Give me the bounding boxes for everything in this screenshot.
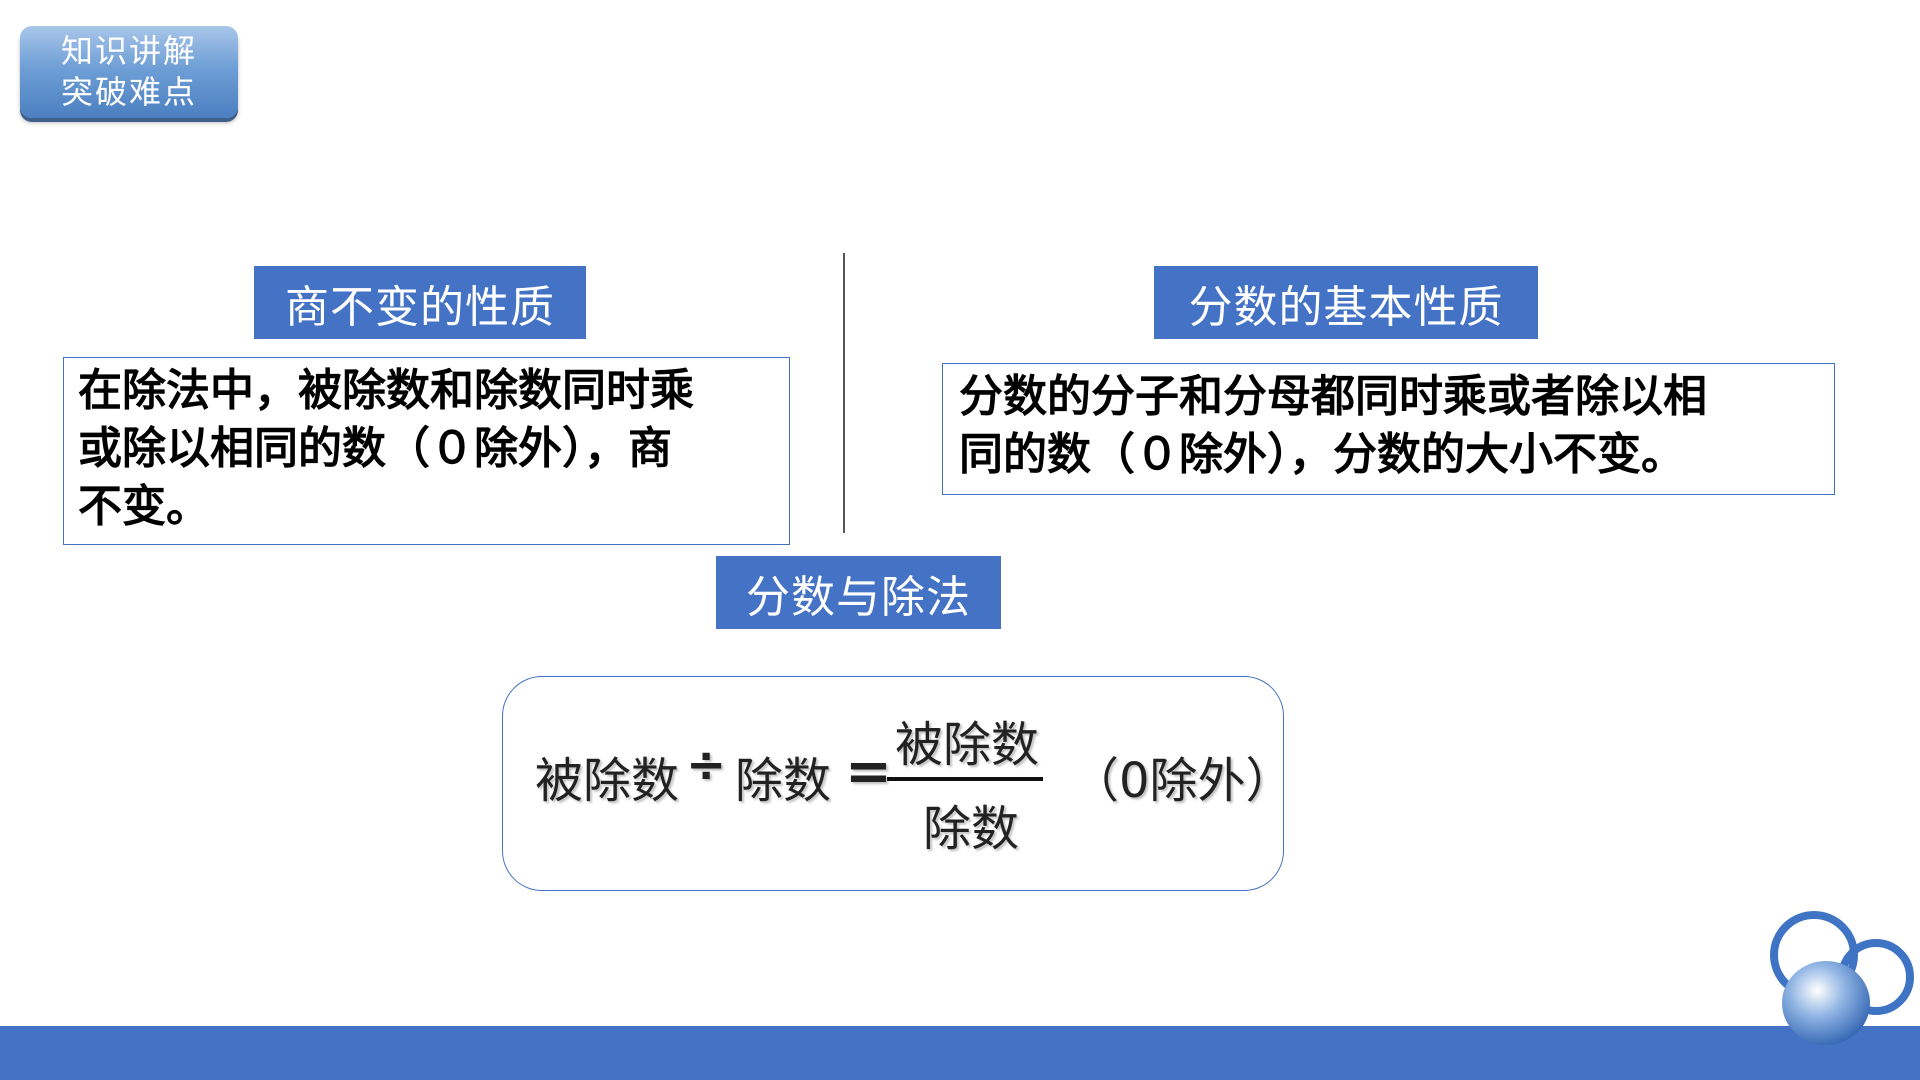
fraction-property-box: 分数的分子和分母都同时乘或者除以相 同的数（０除外），分数的大小不变。 [942,363,1835,495]
fraction-division-title: 分数与除法 [716,556,1001,629]
equals-sign: = [845,739,892,804]
quotient-property-box: 在除法中，被除数和除数同时乘 或除以相同的数（０除外），商 不变。 [63,357,790,545]
quotient-property-line-1: 在除法中，被除数和除数同时乘 [78,365,694,416]
formula-dividend: 被除数 [535,753,680,809]
formula-exception: （0除外） [1071,753,1294,809]
badge-line-2: 突破难点 [60,73,197,111]
fraction-bar [887,777,1043,781]
badge-line-1: 知识讲解 [60,32,197,70]
fraction-denominator: 除数 [923,801,1020,857]
fraction-property-line-1: 分数的分子和分母都同时乘或者除以相 [959,371,1707,422]
quotient-property-line-2: 或除以相同的数（０除外），商 [78,423,672,474]
fraction-property-title: 分数的基本性质 [1154,266,1538,339]
formula-box: 被除数 ÷ 除数 = 被除数 除数 （0除外） [502,676,1294,891]
formula-divisor: 除数 [735,753,832,809]
fraction-property-line-2: 同的数（０除外），分数的大小不变。 [959,429,1685,480]
quotient-property-title: 商不变的性质 [254,266,586,339]
bottom-band [0,1026,1920,1080]
section-badge: 知识讲解 突破难点 [20,26,238,118]
vertical-divider [843,253,845,533]
decorative-circles-icon [1770,911,1914,1045]
quotient-property-line-3: 不变。 [78,481,210,532]
division-sign: ÷ [686,737,727,793]
fraction-numerator: 被除数 [895,717,1040,773]
